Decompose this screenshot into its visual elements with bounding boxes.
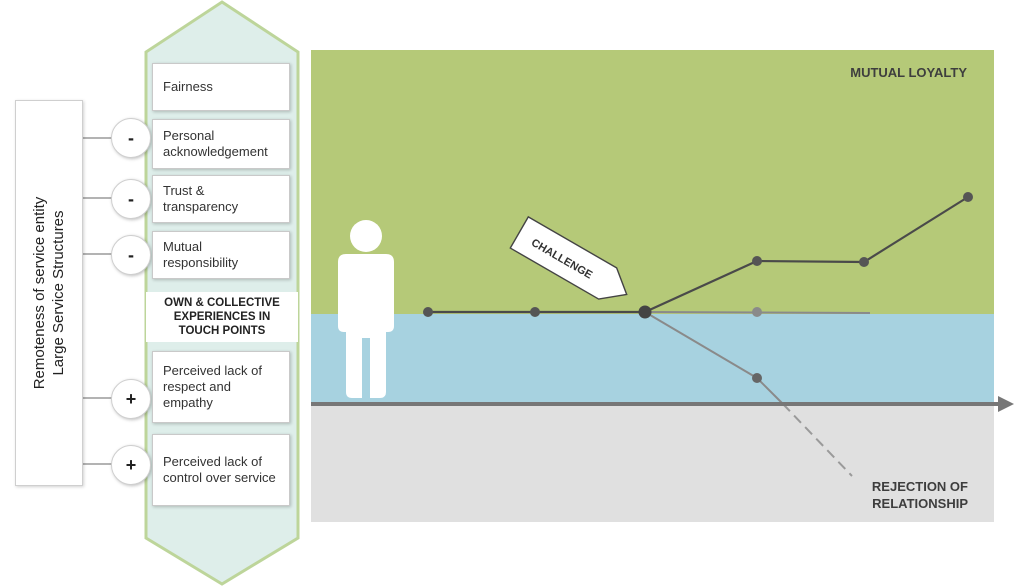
sign-circle-control: + <box>111 445 151 485</box>
point-loyalty-3 <box>963 192 973 202</box>
side-panel-line-2: Large Service Structures <box>50 210 67 376</box>
neutral-zone <box>311 314 994 404</box>
factor-fairness: Fairness <box>152 63 290 111</box>
rejection-path <box>644 311 758 379</box>
mutual-loyalty-label: MUTUAL LOYALTY <box>850 65 967 80</box>
person-figure <box>338 220 394 398</box>
rejection-path-dashed <box>782 403 853 477</box>
side-panel-line-1: Remoteness of service entity <box>31 196 48 390</box>
point-loyalty-2 <box>859 257 869 267</box>
point-rejection <box>752 373 762 383</box>
rejection-zone <box>311 404 994 522</box>
point-start <box>423 307 433 317</box>
factor-personal-acknowledgement: Personal acknowledgement <box>152 119 290 169</box>
center-label: OWN & COLLECTIVE EXPERIENCES IN TOUCH PO… <box>146 292 298 342</box>
factor-trust-transparency: Trust & transparency <box>152 175 290 223</box>
rejection-label: REJECTION OF RELATIONSHIP <box>871 479 968 511</box>
side-panel: Remoteness of service entity Large Servi… <box>15 100 83 486</box>
loyalty-path <box>644 196 969 314</box>
point-loyalty-1 <box>752 256 762 266</box>
factor-lack-of-respect: Perceived lack of respect and empathy <box>152 351 290 423</box>
side-panel-label: Remoteness of service entity Large Servi… <box>30 103 68 483</box>
point-neutral <box>752 307 762 317</box>
point-challenge <box>638 305 652 319</box>
trajectory-points <box>423 192 973 383</box>
rejection-path-solid <box>756 377 784 405</box>
connector-lines <box>82 137 130 465</box>
sign-circle-respect: + <box>111 379 151 419</box>
time-axis <box>311 396 1014 412</box>
factor-mutual-responsibility: Mutual responsibility <box>152 231 290 279</box>
point-baseline <box>530 307 540 317</box>
factor-lack-of-control: Perceived lack of control over service <box>152 434 290 506</box>
sign-circle-trust: - <box>111 179 151 219</box>
sign-circle-personal: - <box>111 118 151 158</box>
sign-circle-mutual: - <box>111 235 151 275</box>
mutual-loyalty-zone <box>311 50 994 314</box>
